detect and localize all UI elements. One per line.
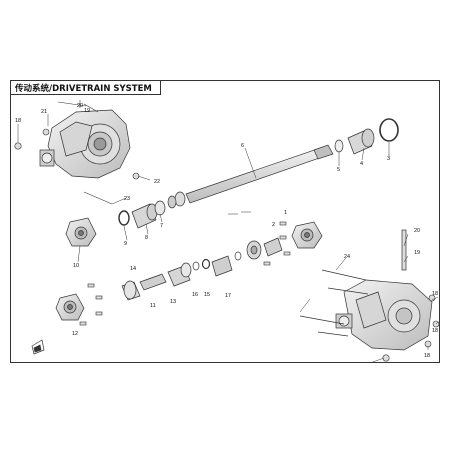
callout: 5 bbox=[337, 167, 340, 173]
break-line bbox=[228, 211, 251, 215]
callout: 22 bbox=[154, 179, 160, 185]
callout: 15 bbox=[204, 292, 210, 298]
lower-shaft-group bbox=[121, 237, 283, 301]
callout: 17 bbox=[225, 293, 231, 299]
rear-shaft-boot-set bbox=[334, 118, 399, 155]
callout: 18 bbox=[432, 291, 438, 297]
callout: 18 bbox=[432, 328, 438, 334]
lower-left-flange bbox=[55, 293, 85, 321]
callout: 19 bbox=[84, 108, 90, 114]
front-differential-housing bbox=[39, 109, 131, 179]
callout: 24 bbox=[344, 254, 350, 260]
callout: 23 bbox=[124, 196, 130, 202]
front-bolts bbox=[14, 101, 140, 205]
callout: 18 bbox=[15, 118, 21, 124]
diagram-frame: 传动系统/DRIVETRAIN SYSTEM bbox=[10, 80, 440, 363]
leader-lines bbox=[17, 100, 439, 364]
callout: 21 bbox=[41, 109, 47, 115]
front-flange bbox=[65, 217, 97, 247]
callout: 20 bbox=[77, 103, 83, 109]
small-bolts bbox=[79, 221, 291, 326]
propeller-shaft bbox=[167, 144, 334, 209]
callout: 3 bbox=[387, 156, 390, 162]
callout: 10 bbox=[73, 263, 79, 269]
front-arrow-icon bbox=[31, 339, 45, 355]
callout: 1 bbox=[284, 210, 287, 216]
callout: 16 bbox=[192, 292, 198, 298]
title-box: 传动系统/DRIVETRAIN SYSTEM bbox=[11, 81, 161, 95]
rear-long-bolts bbox=[299, 229, 407, 337]
callout: 20 bbox=[414, 228, 420, 234]
rear-flange-upper bbox=[291, 221, 323, 249]
diagram-title: 传动系统/DRIVETRAIN SYSTEM bbox=[15, 84, 152, 94]
callout: 7 bbox=[160, 223, 163, 229]
callout: 11 bbox=[150, 303, 156, 309]
callout: 9 bbox=[124, 241, 127, 247]
rear-differential-housing bbox=[335, 279, 433, 351]
callout: 18 bbox=[424, 353, 430, 359]
callout: 19 bbox=[414, 250, 420, 256]
callout: 12 bbox=[72, 331, 78, 337]
callout: 2 bbox=[272, 222, 275, 228]
callout: 4 bbox=[360, 161, 363, 167]
callout: 6 bbox=[241, 143, 244, 149]
front-coupler-set bbox=[118, 200, 166, 229]
callout: 8 bbox=[145, 235, 148, 241]
callout: 14 bbox=[130, 266, 136, 272]
callout-labels: 20 19 21 18 22 23 9 8 7 10 6 5 4 3 1 2 1… bbox=[15, 103, 438, 359]
callout: 13 bbox=[170, 299, 176, 305]
